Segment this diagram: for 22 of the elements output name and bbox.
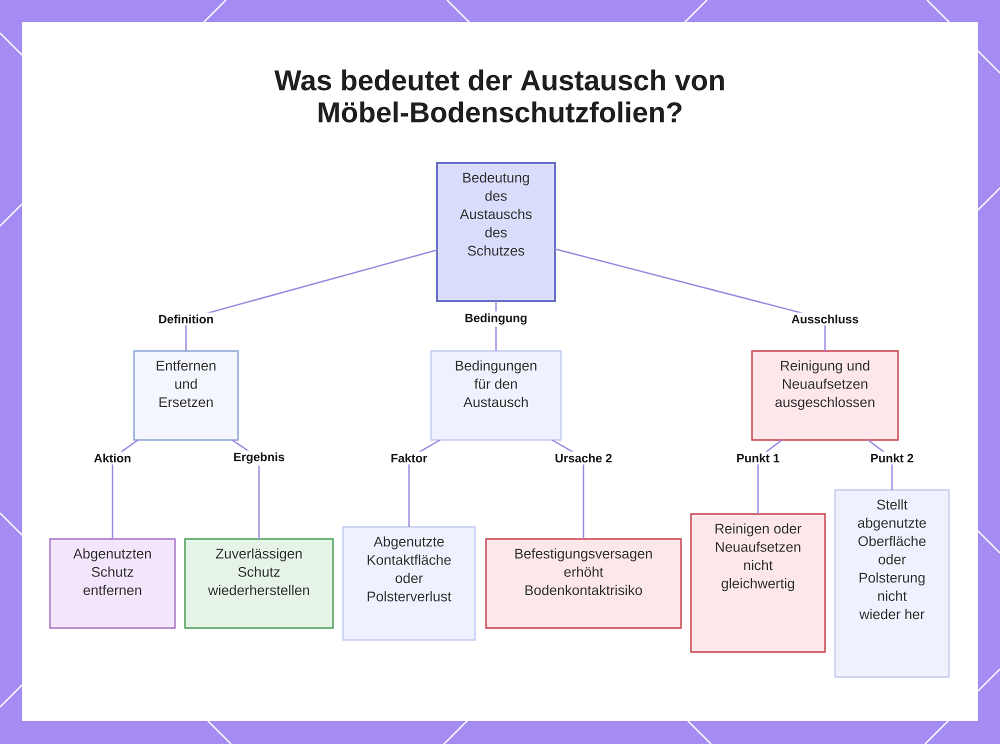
edge-label: Punkt 1 [734,452,782,464]
edge-label: Ursache 2 [552,452,614,464]
text-box: Bedingungen für den Austausch [430,350,562,441]
text-box: Reinigen oder Neuaufsetzen nicht gleichwertig [690,513,826,653]
connector-line [185,249,438,351]
text-box: Abgenutzten Schutz entfernen [49,538,176,629]
edge-label: Bedingung [462,311,530,327]
connector-line [554,248,826,351]
edge-label: Punkt 2 [868,452,916,464]
edge-label: Aktion [92,452,134,464]
text-box: Reinigung und Neuaufsetzen ausgeschlossen [751,350,899,441]
text-box: Entfernen und Ersetzen [133,350,239,441]
edge-label: Ausschluss [789,312,861,326]
text-box: Zuverlässigen Schutz wiederherstellen [184,538,334,629]
edge-label: Ergebnis [231,450,287,466]
edge-label: Faktor [388,452,430,464]
text-box: Stellt abgenutzte Oberfläche oder Polsterung nicht wieder her [834,489,950,678]
text-box: Abgenutzte Kontaktfläche oder Polsterverlust [342,526,476,641]
title: Was bedeutet der Austausch von Möbel-Bodenschutzfolien? [274,70,724,123]
edge-label: Definition [156,312,216,326]
topic-box: Bedeutung des Austauschs des Schutzes [436,162,556,302]
text-box: Befestigungsversagen erhöht Bodenkontaktrisiko [485,538,682,629]
